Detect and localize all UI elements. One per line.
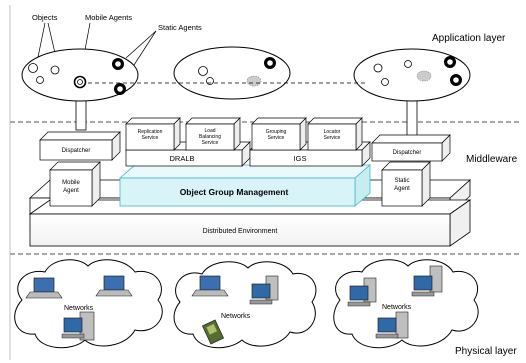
desktop-computer-icon xyxy=(61,311,95,341)
static-agent-label-line1: Static xyxy=(394,178,409,184)
pda-icon xyxy=(201,319,225,345)
network-cloud-right: Networks xyxy=(333,259,479,349)
mobile-agent-box xyxy=(49,169,93,207)
object-icon xyxy=(373,63,383,73)
left-dispatcher-box xyxy=(39,139,113,161)
object-icon xyxy=(198,66,208,76)
locator-service-label-line2: Service xyxy=(324,135,341,141)
replication-service-box xyxy=(125,123,175,151)
object-group-management: Object Group Management xyxy=(118,164,372,207)
static-agent-icon-core xyxy=(117,86,123,92)
static-agent-label-line2: Agent xyxy=(394,186,410,192)
object-icon xyxy=(381,78,389,86)
object-group-management-label: Object Group Management xyxy=(180,187,289,197)
mobile-agent-icon-core xyxy=(77,79,83,85)
dralb-box xyxy=(125,149,243,167)
right-dispatcher-stack: Dispatcher Static Agent xyxy=(371,134,451,207)
left-dispatcher-label: Dispatcher xyxy=(62,148,91,154)
igs-box xyxy=(249,149,363,167)
load-balancing-label-line2: Balancing xyxy=(199,134,221,140)
laptop-icon xyxy=(95,275,133,297)
distributed-environment-box xyxy=(29,213,451,247)
networks-label-right: Networks xyxy=(382,304,412,311)
mobile-agent-ghost-icon xyxy=(416,70,432,82)
networks-label-middle: Networks xyxy=(221,313,251,320)
object-icon xyxy=(50,65,60,75)
app-node-left xyxy=(21,48,139,131)
locator-service-box xyxy=(307,123,357,151)
object-icon xyxy=(36,76,44,84)
mobile-agent-label-line1: Mobile xyxy=(62,180,80,186)
desktop-computer-icon xyxy=(347,277,377,307)
replication-service-label-line1: Replication xyxy=(138,129,163,135)
static-agent-icon-core xyxy=(453,77,459,83)
objects-label: Objects xyxy=(32,13,58,22)
dralb-label: DRALB xyxy=(169,154,194,163)
static-agent-icon-core xyxy=(447,59,453,65)
static-agent-icon-core xyxy=(115,61,121,67)
left-dispatcher-stack: Dispatcher Mobile Agent xyxy=(39,131,121,207)
right-dispatcher-box xyxy=(371,142,443,162)
mobile-agents-label: Mobile Agents xyxy=(85,13,132,22)
grouping-service-label-line1: Grouping xyxy=(266,129,287,135)
grouping-service-box xyxy=(251,123,301,151)
laptop-icon xyxy=(25,277,63,299)
object-icon xyxy=(206,77,214,85)
mobile-agent-ghost-icon xyxy=(246,75,262,87)
middleware-label: Middleware xyxy=(466,154,518,165)
load-balancing-service-box xyxy=(185,123,235,151)
application-layer-label: Application layer xyxy=(432,33,506,44)
object-icon xyxy=(404,60,412,68)
laptop-icon xyxy=(191,275,229,297)
object-icon xyxy=(28,63,38,73)
app-node-right xyxy=(353,48,471,143)
mobile-agent-label-line2: Agent xyxy=(63,188,79,194)
locator-service-label-line1: Locator xyxy=(324,129,341,135)
static-agents-label: Static Agents xyxy=(158,23,202,32)
load-balancing-label-line1: Load xyxy=(204,128,215,134)
dralb-group: DRALB Replication Service Load Balancing… xyxy=(125,117,251,167)
load-balancing-label-line3: Service xyxy=(202,140,219,146)
distributed-environment-label: Distributed Environment xyxy=(203,228,278,235)
network-cloud-middle: Networks xyxy=(173,261,317,349)
network-cloud-left: Networks xyxy=(14,259,163,349)
igs-label: IGS xyxy=(294,154,307,163)
right-dispatcher-label: Dispatcher xyxy=(393,150,422,156)
desktop-computer-icon xyxy=(375,311,409,339)
grouping-service-label-line2: Service xyxy=(268,135,285,141)
physical-layer-label: Physical layer xyxy=(455,346,517,357)
networks-label-left: Networks xyxy=(64,305,94,312)
object-group-management-box xyxy=(119,177,356,207)
replication-service-label-line2: Service xyxy=(142,135,159,141)
igs-group: IGS Grouping Service Locator Service xyxy=(249,117,371,167)
desktop-computer-icon xyxy=(249,275,279,305)
static-agent-icon-core xyxy=(267,60,273,66)
desktop-computer-icon xyxy=(411,265,443,297)
static-agent-box xyxy=(381,169,423,207)
app-node-middle xyxy=(173,46,291,100)
